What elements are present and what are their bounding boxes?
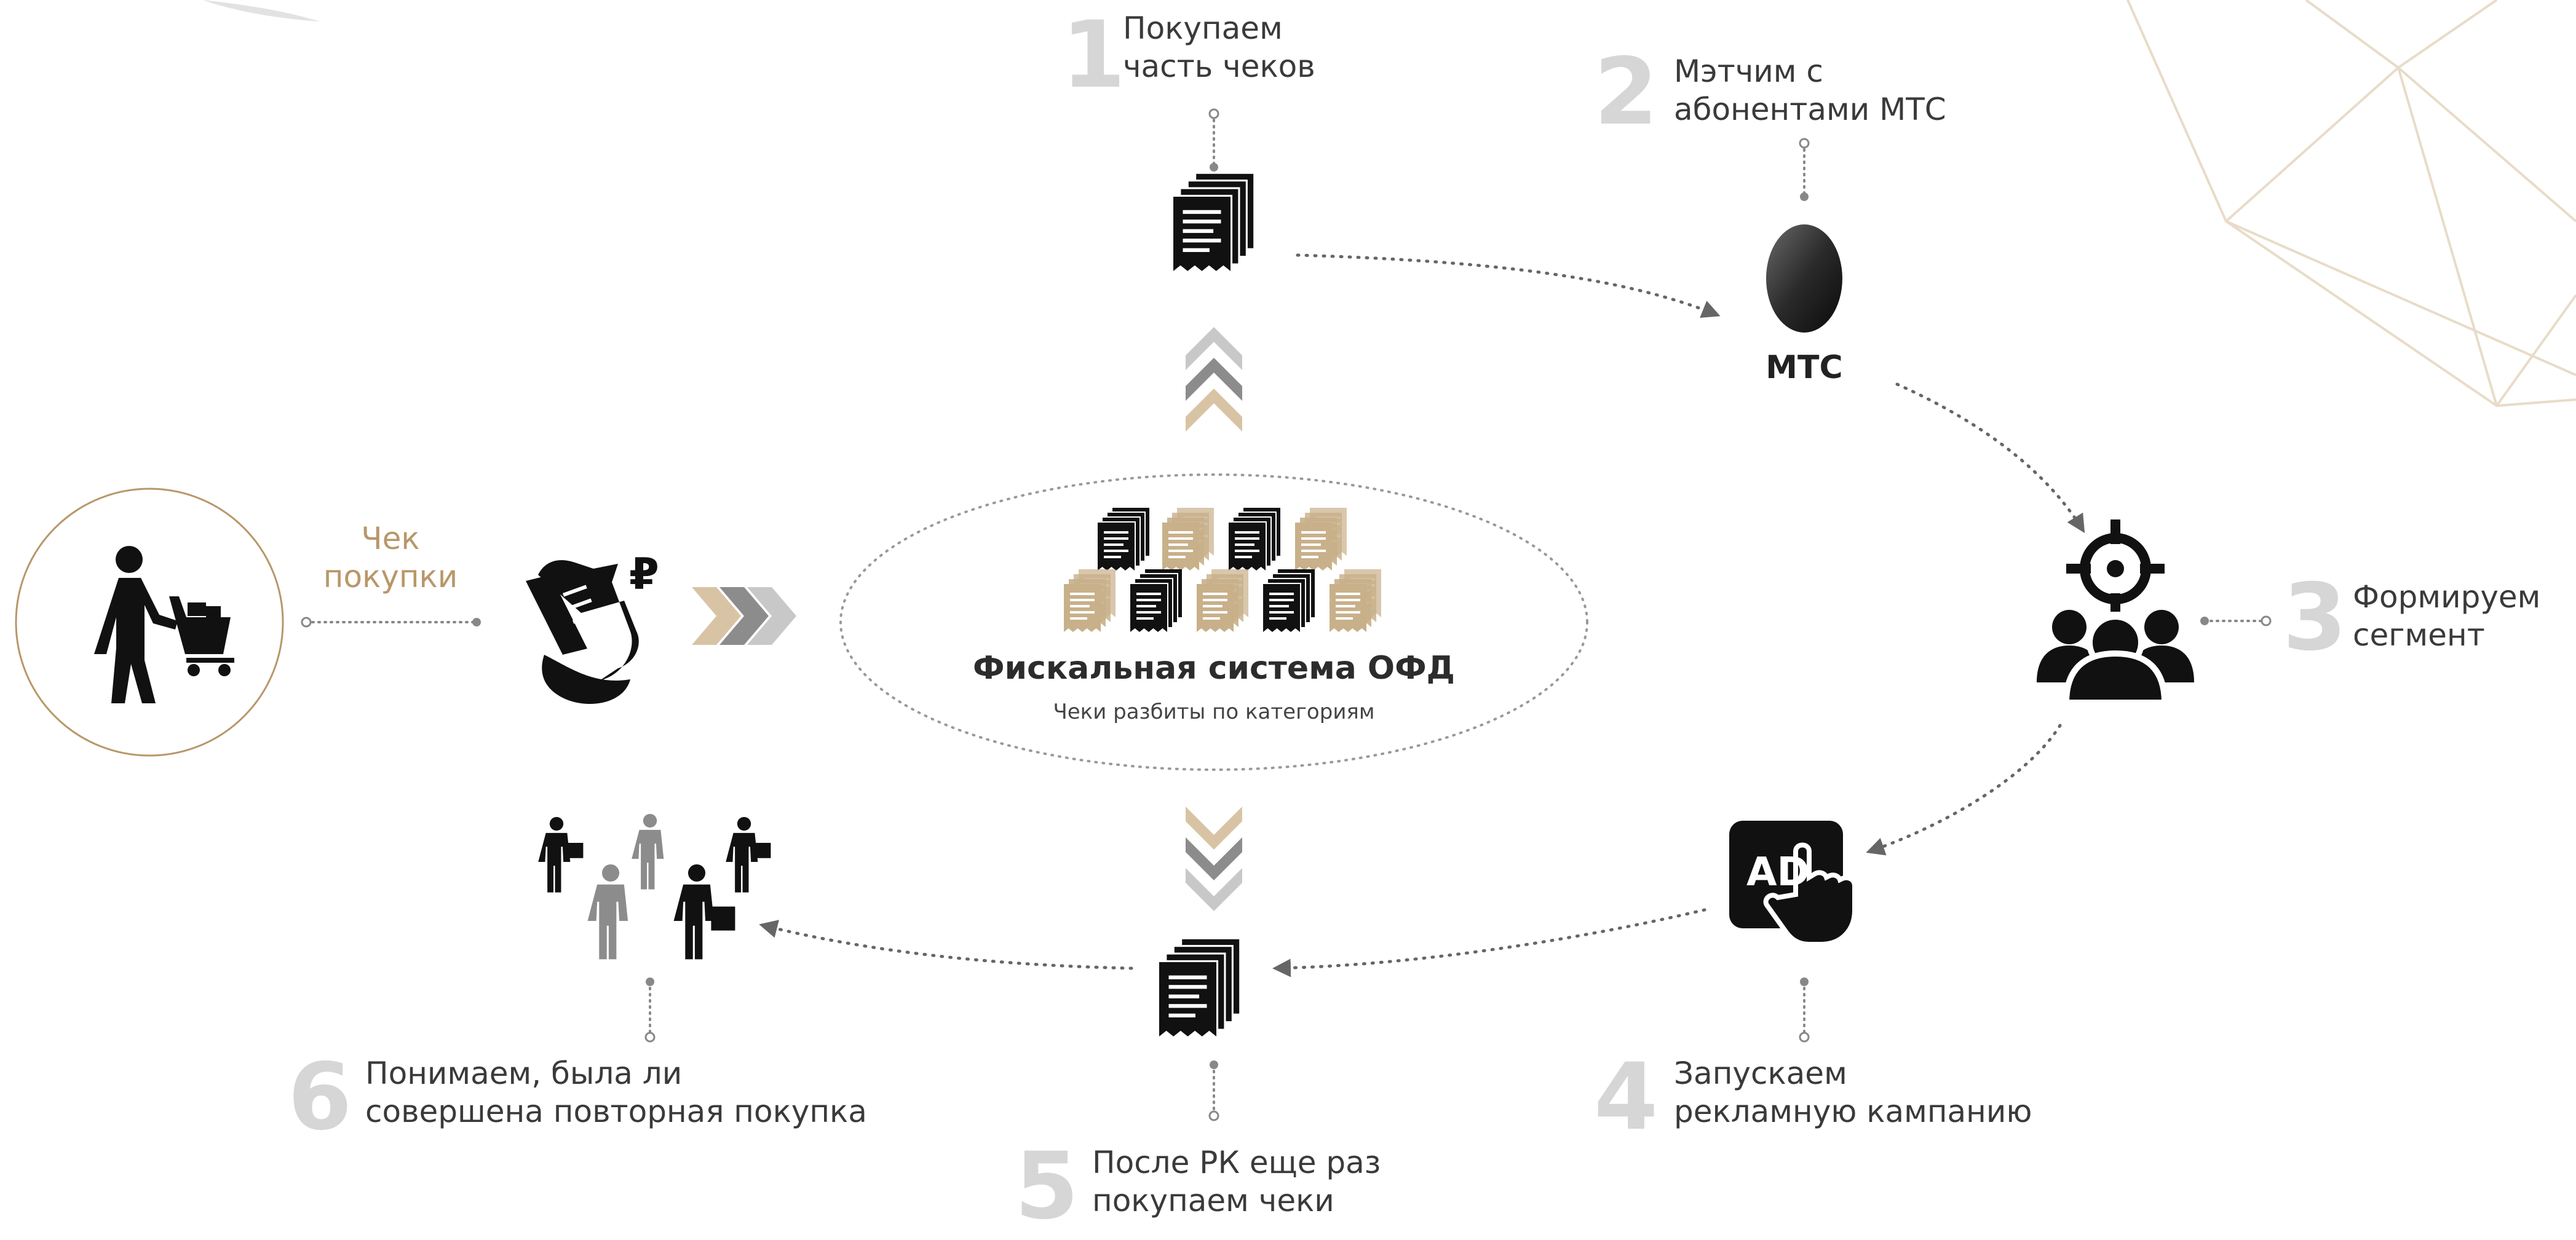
step-6-line2: совершена повторная покупка xyxy=(365,1094,867,1129)
step-4-line1: Запускаем xyxy=(1674,1056,1847,1091)
step-5-line1: После РК еще раз xyxy=(1092,1145,1381,1180)
step-3-caption: Формируем сегмент xyxy=(2353,578,2540,654)
step-3-line2: сегмент xyxy=(2353,617,2485,653)
step-4-caption: Запускаем рекламную кампанию xyxy=(1674,1054,2032,1131)
ad-click-icon xyxy=(1729,821,1857,947)
center-subtitle: Чеки разбиты по категориям xyxy=(1053,700,1375,724)
step-3-line1: Формируем xyxy=(2353,579,2541,615)
ruble-symbol: ₽ xyxy=(629,549,659,599)
receipt-stack-icon-top xyxy=(1173,174,1253,271)
step-1-line1: Покупаем xyxy=(1123,10,1283,46)
center-title: Фискальная система ОФД xyxy=(973,650,1455,687)
decor-shadow xyxy=(203,0,320,22)
chevrons-right xyxy=(692,587,796,645)
arrow-2-to-3 xyxy=(1895,382,2085,534)
step-3-number: 3 xyxy=(2283,564,2347,671)
arrow-1-to-2 xyxy=(1296,253,1721,318)
arrow-4-to-5 xyxy=(1272,908,1706,977)
step-5-number: 5 xyxy=(1015,1133,1079,1240)
step-1-caption: Покупаем часть чеков xyxy=(1123,9,1315,85)
target-group-icon xyxy=(2037,519,2194,706)
receipt-label-line2: покупки xyxy=(323,559,458,594)
step-6-caption: Понимаем, была ли совершена повторная по… xyxy=(365,1054,867,1131)
crowd-shoppers-icon xyxy=(538,813,771,960)
step-2-line2: абонентами МТС xyxy=(1674,92,1946,127)
step-2-line1: Мэтчим с xyxy=(1674,53,1823,89)
categorized-receipts xyxy=(1064,508,1381,632)
receipt-stack-icon-bottom xyxy=(1159,939,1239,1037)
shopper-cart-icon xyxy=(94,546,234,703)
chevrons-down xyxy=(1186,807,1242,911)
step-1-line2: часть чеков xyxy=(1123,49,1315,84)
step-4-line2: рекламную кампанию xyxy=(1674,1094,2032,1129)
step-4-number: 4 xyxy=(1594,1044,1659,1151)
receipt-label: Чек покупки xyxy=(298,519,483,596)
ad-badge-text: AD xyxy=(1746,850,1810,895)
step-1-number: 1 xyxy=(1061,2,1126,109)
receipt-ruble-icon xyxy=(526,560,639,704)
decor-geometric-lines xyxy=(2126,0,2576,408)
arrow-3-to-4 xyxy=(1866,724,2062,856)
step-5-line2: покупаем чеки xyxy=(1092,1183,1334,1218)
shopper-circle xyxy=(15,488,284,757)
chevrons-up xyxy=(1186,327,1242,432)
step-6-number: 6 xyxy=(288,1044,352,1151)
arrow-5-to-6 xyxy=(759,920,1133,970)
mts-egg-logo xyxy=(1766,224,1842,333)
mts-label: МТС xyxy=(1766,349,1843,386)
step-5-caption: После РК еще раз покупаем чеки xyxy=(1092,1143,1381,1220)
ofd-ellipse xyxy=(839,473,1588,771)
receipt-label-line1: Чек xyxy=(361,521,420,556)
step-2-caption: Мэтчим с абонентами МТС xyxy=(1674,52,1946,128)
step-2-number: 2 xyxy=(1594,39,1659,146)
step-6-line1: Понимаем, была ли xyxy=(365,1056,683,1091)
